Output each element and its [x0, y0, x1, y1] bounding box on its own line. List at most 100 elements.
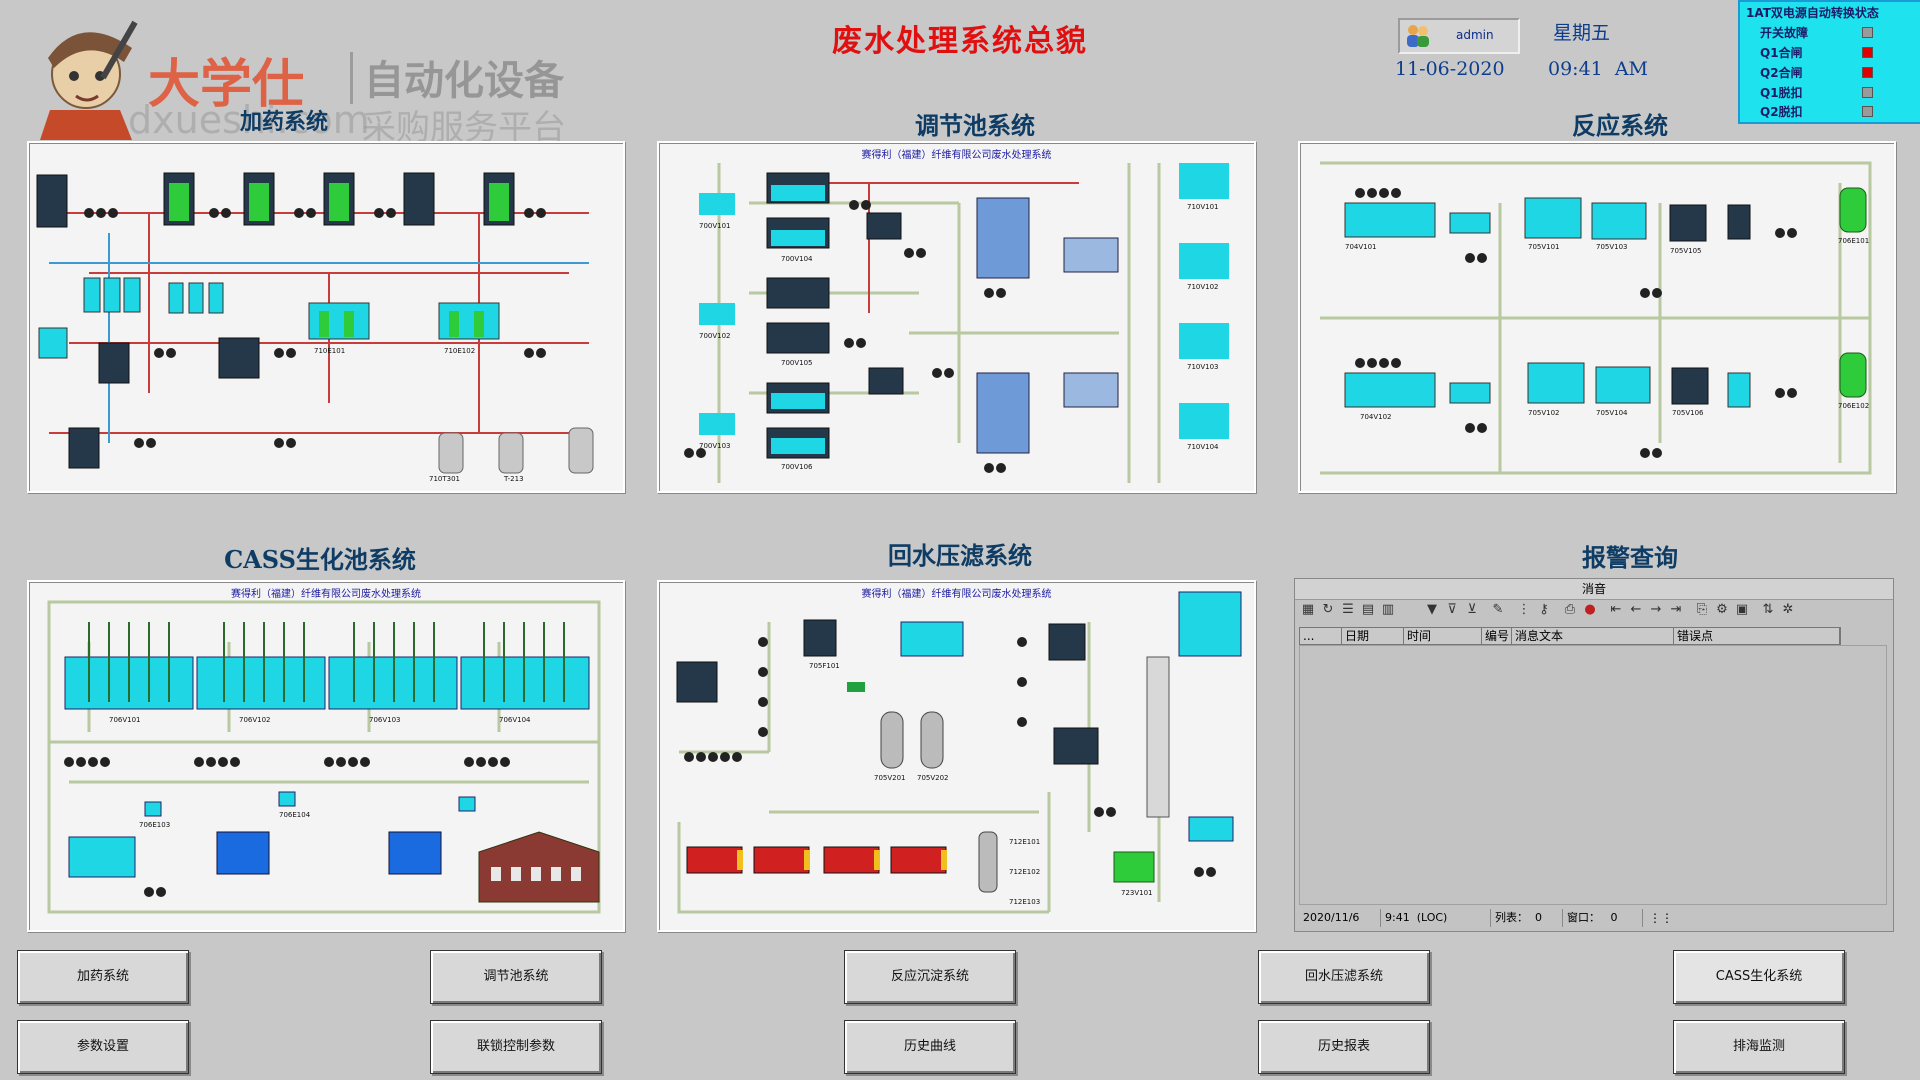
eq-label: 700V103: [699, 442, 731, 450]
panel-subtitle: 赛得利（福建）纤维有限公司废水处理系统: [861, 150, 1052, 161]
status-label-q2-trip: Q2脱扣: [1760, 105, 1803, 119]
eq-label: T-213: [503, 475, 524, 483]
print-icon[interactable]: ⎙: [1564, 602, 1576, 617]
reaction-system-panel[interactable]: 704V101 704V102 705V101 705V102 705V103 …: [1298, 141, 1896, 493]
nav-button-regulating[interactable]: 调节池系统: [430, 950, 602, 1004]
nav-button-filter-press[interactable]: 回水压滤系统: [1258, 950, 1430, 1004]
eq-label: 705V104: [1596, 409, 1628, 417]
ack-icon[interactable]: ✎: [1492, 602, 1504, 617]
first-page-icon[interactable]: ⇤: [1610, 602, 1622, 617]
eq-label: 706V104: [499, 716, 531, 724]
eq-label: 706E102: [1838, 402, 1869, 410]
chart-icon[interactable]: ▥: [1381, 602, 1395, 617]
user-name: admin: [1456, 28, 1494, 42]
alarm-table-header: ... 日期 时间 编号 消息文本 错误点: [1299, 627, 1841, 645]
eq-label: 705V102: [1528, 409, 1560, 417]
eq-label: 705V105: [1670, 247, 1702, 255]
status-led-q1-close: [1862, 47, 1873, 58]
logo-mascot: [20, 10, 160, 140]
status-led-q1-trip: [1862, 87, 1873, 98]
prev-page-icon[interactable]: ←: [1630, 602, 1642, 617]
watermark-url: dxueshi.com: [128, 98, 370, 142]
filter-icon[interactable]: ▼: [1427, 602, 1437, 617]
watermark-brand: 大学仕: [148, 55, 305, 115]
eq-label: 706E103: [139, 821, 170, 829]
nav-button-cass[interactable]: CASS生化系统: [1673, 950, 1845, 1004]
history-report-button[interactable]: 历史报表: [1258, 1020, 1430, 1074]
export-icon[interactable]: ⎘: [1696, 602, 1708, 617]
nav-button-reaction-settling[interactable]: 反应沉淀系统: [844, 950, 1016, 1004]
alarm-silence-header[interactable]: 消音: [1295, 579, 1893, 600]
alarm-bell-icon[interactable]: ●: [1584, 602, 1596, 617]
regulating-diagram: 700V101 700V102 700V103 700V104 700V105 …: [684, 163, 1229, 483]
eq-label: 710E101: [314, 347, 345, 355]
sea-discharge-monitor-button[interactable]: 排海监测: [1673, 1020, 1845, 1074]
select-icon[interactable]: ⋮: [1517, 602, 1531, 617]
cass-diagram: 706V101 706V102 706V103 706V104 706E103 …: [47, 600, 601, 914]
status-led-switch-fault: [1862, 27, 1873, 38]
eq-label: 706V102: [239, 716, 271, 724]
sort-icon[interactable]: ⇅: [1762, 602, 1774, 617]
tools-icon[interactable]: ✲: [1782, 602, 1794, 617]
filter-clear-icon[interactable]: ⊻: [1467, 602, 1477, 617]
param-settings-button[interactable]: 参数设置: [17, 1020, 189, 1074]
col-header-message[interactable]: 消息文本: [1512, 628, 1674, 644]
watermark-tagline: 自动化设备: [364, 58, 564, 104]
user-box[interactable]: admin: [1398, 18, 1520, 54]
lock-icon[interactable]: ▣: [1735, 602, 1749, 617]
eq-label: 710T301: [429, 475, 460, 483]
next-page-icon[interactable]: →: [1650, 602, 1662, 617]
eq-label: 723V101: [1121, 889, 1153, 897]
last-page-icon[interactable]: ⇥: [1670, 602, 1682, 617]
watermark-divider: [350, 52, 353, 104]
alarm-query-panel[interactable]: 消音 ▦ ↻ ☰ ▤ ▥ ▼ ⊽ ⊻ ✎ ⋮ ⚷ ⎙ ● ⇤ ← → ⇥ ⎘ ⚙…: [1294, 578, 1894, 932]
settings-icon[interactable]: ⚙: [1716, 602, 1728, 617]
col-header-id[interactable]: 编号: [1482, 628, 1512, 644]
regulating-pool-panel[interactable]: 赛得利（福建）纤维有限公司废水处理系统 700V101: [657, 141, 1256, 493]
col-header-date[interactable]: 日期: [1342, 628, 1404, 644]
eq-label: 710V103: [1187, 363, 1219, 371]
col-header-index[interactable]: ...: [1300, 628, 1342, 644]
status-label-q1-trip: Q1脱扣: [1760, 86, 1803, 100]
eq-label: 710V101: [1187, 203, 1219, 211]
col-header-time[interactable]: 时间: [1404, 628, 1482, 644]
status-grid-icon[interactable]: ⋮⋮: [1649, 911, 1673, 925]
power-switch-status-panel: 1AT双电源自动转换状态 开关故障 Q1合闸 Q2合闸 Q1脱扣 Q2脱扣: [1738, 0, 1920, 124]
status-label-q1-close: Q1合闸: [1760, 46, 1803, 60]
eq-label: 704V101: [1345, 243, 1377, 251]
filter-press-panel[interactable]: 赛得利（福建）纤维有限公司废水处理系统 705F101 705V201 705V…: [657, 580, 1256, 932]
eq-label: 712E101: [1009, 838, 1040, 846]
eq-label: 710V104: [1187, 443, 1219, 451]
eq-label: 710V102: [1187, 283, 1219, 291]
eq-label: 700V105: [781, 359, 813, 367]
eq-label: 706E104: [279, 811, 311, 819]
date: 11-06-2020: [1395, 58, 1505, 80]
filter-down-icon[interactable]: ⊽: [1447, 602, 1457, 617]
eq-label: 705V201: [874, 774, 906, 782]
list-icon[interactable]: ☰: [1342, 602, 1354, 617]
filter-diagram: 705F101 705V201 705V202 712E101 712E102 …: [676, 591, 1242, 914]
col-header-error-point[interactable]: 错误点: [1674, 628, 1840, 644]
page-title: 废水处理系统总貌: [832, 24, 1088, 59]
user-avatar-icon: [1404, 22, 1432, 48]
eq-label: 705V106: [1672, 409, 1704, 417]
eq-label: 700V101: [699, 222, 731, 230]
table-icon[interactable]: ▦: [1301, 602, 1315, 617]
cass-bio-pool-panel[interactable]: 赛得利（福建）纤维有限公司废水处理系统 706V101: [27, 580, 625, 932]
interlock-params-button[interactable]: 联锁控制参数: [430, 1020, 602, 1074]
status-list-count: 列表： 0: [1491, 909, 1563, 927]
nav-button-dosing[interactable]: 加药系统: [17, 950, 189, 1004]
status-time: 9:41 (LOC): [1381, 909, 1491, 927]
eq-label: 705F101: [809, 662, 840, 670]
key-icon[interactable]: ⚷: [1539, 602, 1549, 617]
report-icon[interactable]: ▤: [1361, 602, 1375, 617]
status-panel-title: 1AT双电源自动转换状态: [1746, 6, 1879, 20]
history-curve-button[interactable]: 历史曲线: [844, 1020, 1016, 1074]
panel-subtitle: 赛得利（福建）纤维有限公司废水处理系统: [861, 589, 1052, 600]
dosing-system-panel[interactable]: 710E101 710E102 710T301 T-213: [27, 141, 625, 493]
alarm-list[interactable]: [1299, 645, 1887, 905]
status-led-q2-trip: [1862, 106, 1873, 117]
refresh-icon[interactable]: ↻: [1322, 602, 1334, 617]
status-window-count: 窗口： 0: [1563, 909, 1643, 927]
eq-label: 705V103: [1596, 243, 1628, 251]
